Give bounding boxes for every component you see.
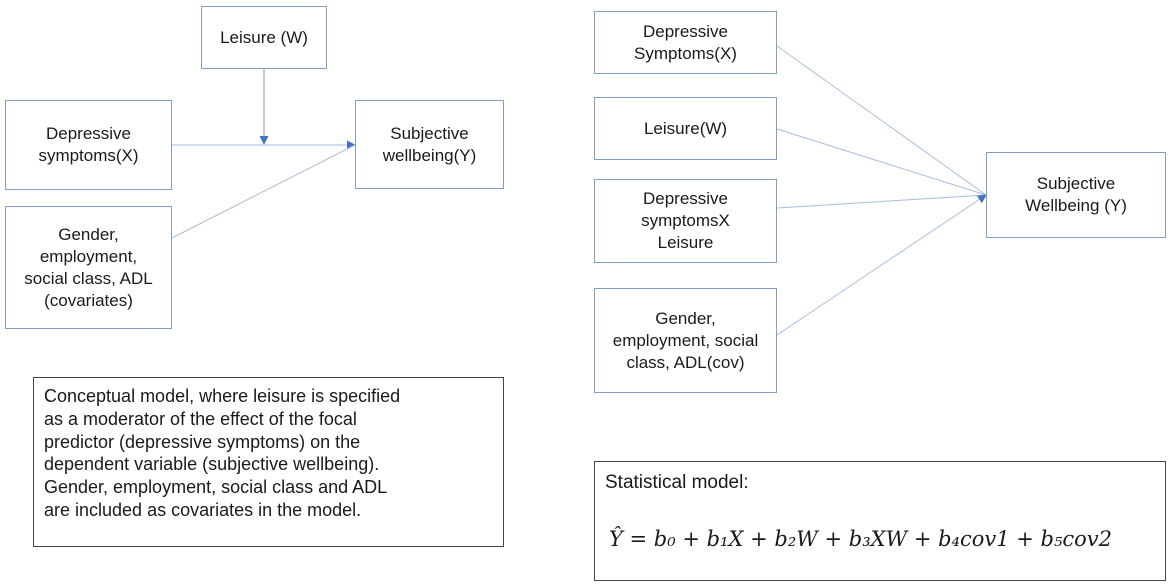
- stat-covariates-box: Gender, employment, social class, ADL(co…: [594, 288, 777, 393]
- caption-line-1: Conceptual model, where leisure is speci…: [44, 386, 401, 406]
- cov-label-line-4: (covariates): [44, 290, 133, 310]
- stat-xw-line-3: Leisure: [657, 233, 714, 252]
- arrow-stat-x-to-y: [776, 45, 987, 196]
- stat-y-line-1: Subjective: [1036, 174, 1116, 193]
- x-label-line-2: symptoms(X): [38, 146, 139, 165]
- arrow-stat-xw-to-y: [776, 194, 987, 209]
- stat-depressive-symptoms-box: Depressive Symptoms(X): [594, 11, 777, 74]
- arrow-stat-cov-to-y: [776, 194, 987, 336]
- caption-box: Conceptual model, where leisure is speci…: [33, 377, 504, 547]
- arrow-stat-w-to-y: [776, 128, 987, 196]
- stat-y-line-2: Wellbeing (Y): [1025, 196, 1127, 215]
- stat-cov-line-1: Gender,: [655, 308, 716, 328]
- depressive-symptoms-box: Depressive symptoms(X): [5, 100, 172, 190]
- stat-leisure-box: Leisure(W): [594, 97, 777, 160]
- cov-label-line-2: employment,: [39, 246, 138, 266]
- leisure-box: Leisure (W): [201, 6, 327, 69]
- statistical-model-box: Statistical model: Ŷ = b₀ + b₁X + b₂W + …: [594, 461, 1166, 581]
- stat-subjective-wellbeing-box: Subjective Wellbeing (Y): [986, 152, 1166, 238]
- stat-cov-line-3: class, ADL(cov): [626, 352, 745, 372]
- leisure-label: Leisure (W): [220, 27, 308, 47]
- covariates-box: Gender, employment, social class, ADL (c…: [5, 206, 172, 329]
- y-label-line-1: Subjective: [390, 123, 469, 143]
- y-label-line-2: wellbeing(Y): [382, 145, 477, 165]
- stat-xw-line-2: symptomsX: [641, 211, 730, 230]
- caption-line-5: Gender, employment, social class and ADL: [44, 477, 388, 498]
- stat-x-line-1: Depressive: [642, 21, 729, 41]
- caption-line-4: dependent variable (subjective wellbeing…: [44, 454, 380, 475]
- arrow-covariates-to-y: [171, 144, 356, 239]
- x-label-line-1: Depressive: [45, 124, 132, 143]
- cov-label-line-1: Gender,: [58, 224, 119, 244]
- caption-line-3: predictor (depressive symptoms) on the: [44, 431, 361, 452]
- caption-line-2: as a moderator of the effect of the foca…: [44, 408, 357, 429]
- statistical-model-title: Statistical model:: [605, 472, 749, 493]
- stat-xw-line-1: Depressive: [642, 189, 729, 208]
- subjective-wellbeing-box: Subjective wellbeing(Y): [355, 100, 504, 189]
- stat-interaction-box: Depressive symptomsX Leisure: [594, 179, 777, 263]
- stat-x-line-2: Symptoms(X): [634, 43, 737, 63]
- stat-w-label: Leisure(W): [643, 118, 728, 138]
- stat-cov-line-2: employment, social: [612, 330, 759, 350]
- cov-label-line-3: social class, ADL: [24, 268, 153, 288]
- caption-line-6: are included as covariates in the model.: [44, 499, 362, 520]
- regression-formula: Ŷ = b₀ + b₁X + b₂W + b₃XW + b₄cov1 + b₅c…: [609, 527, 1113, 551]
